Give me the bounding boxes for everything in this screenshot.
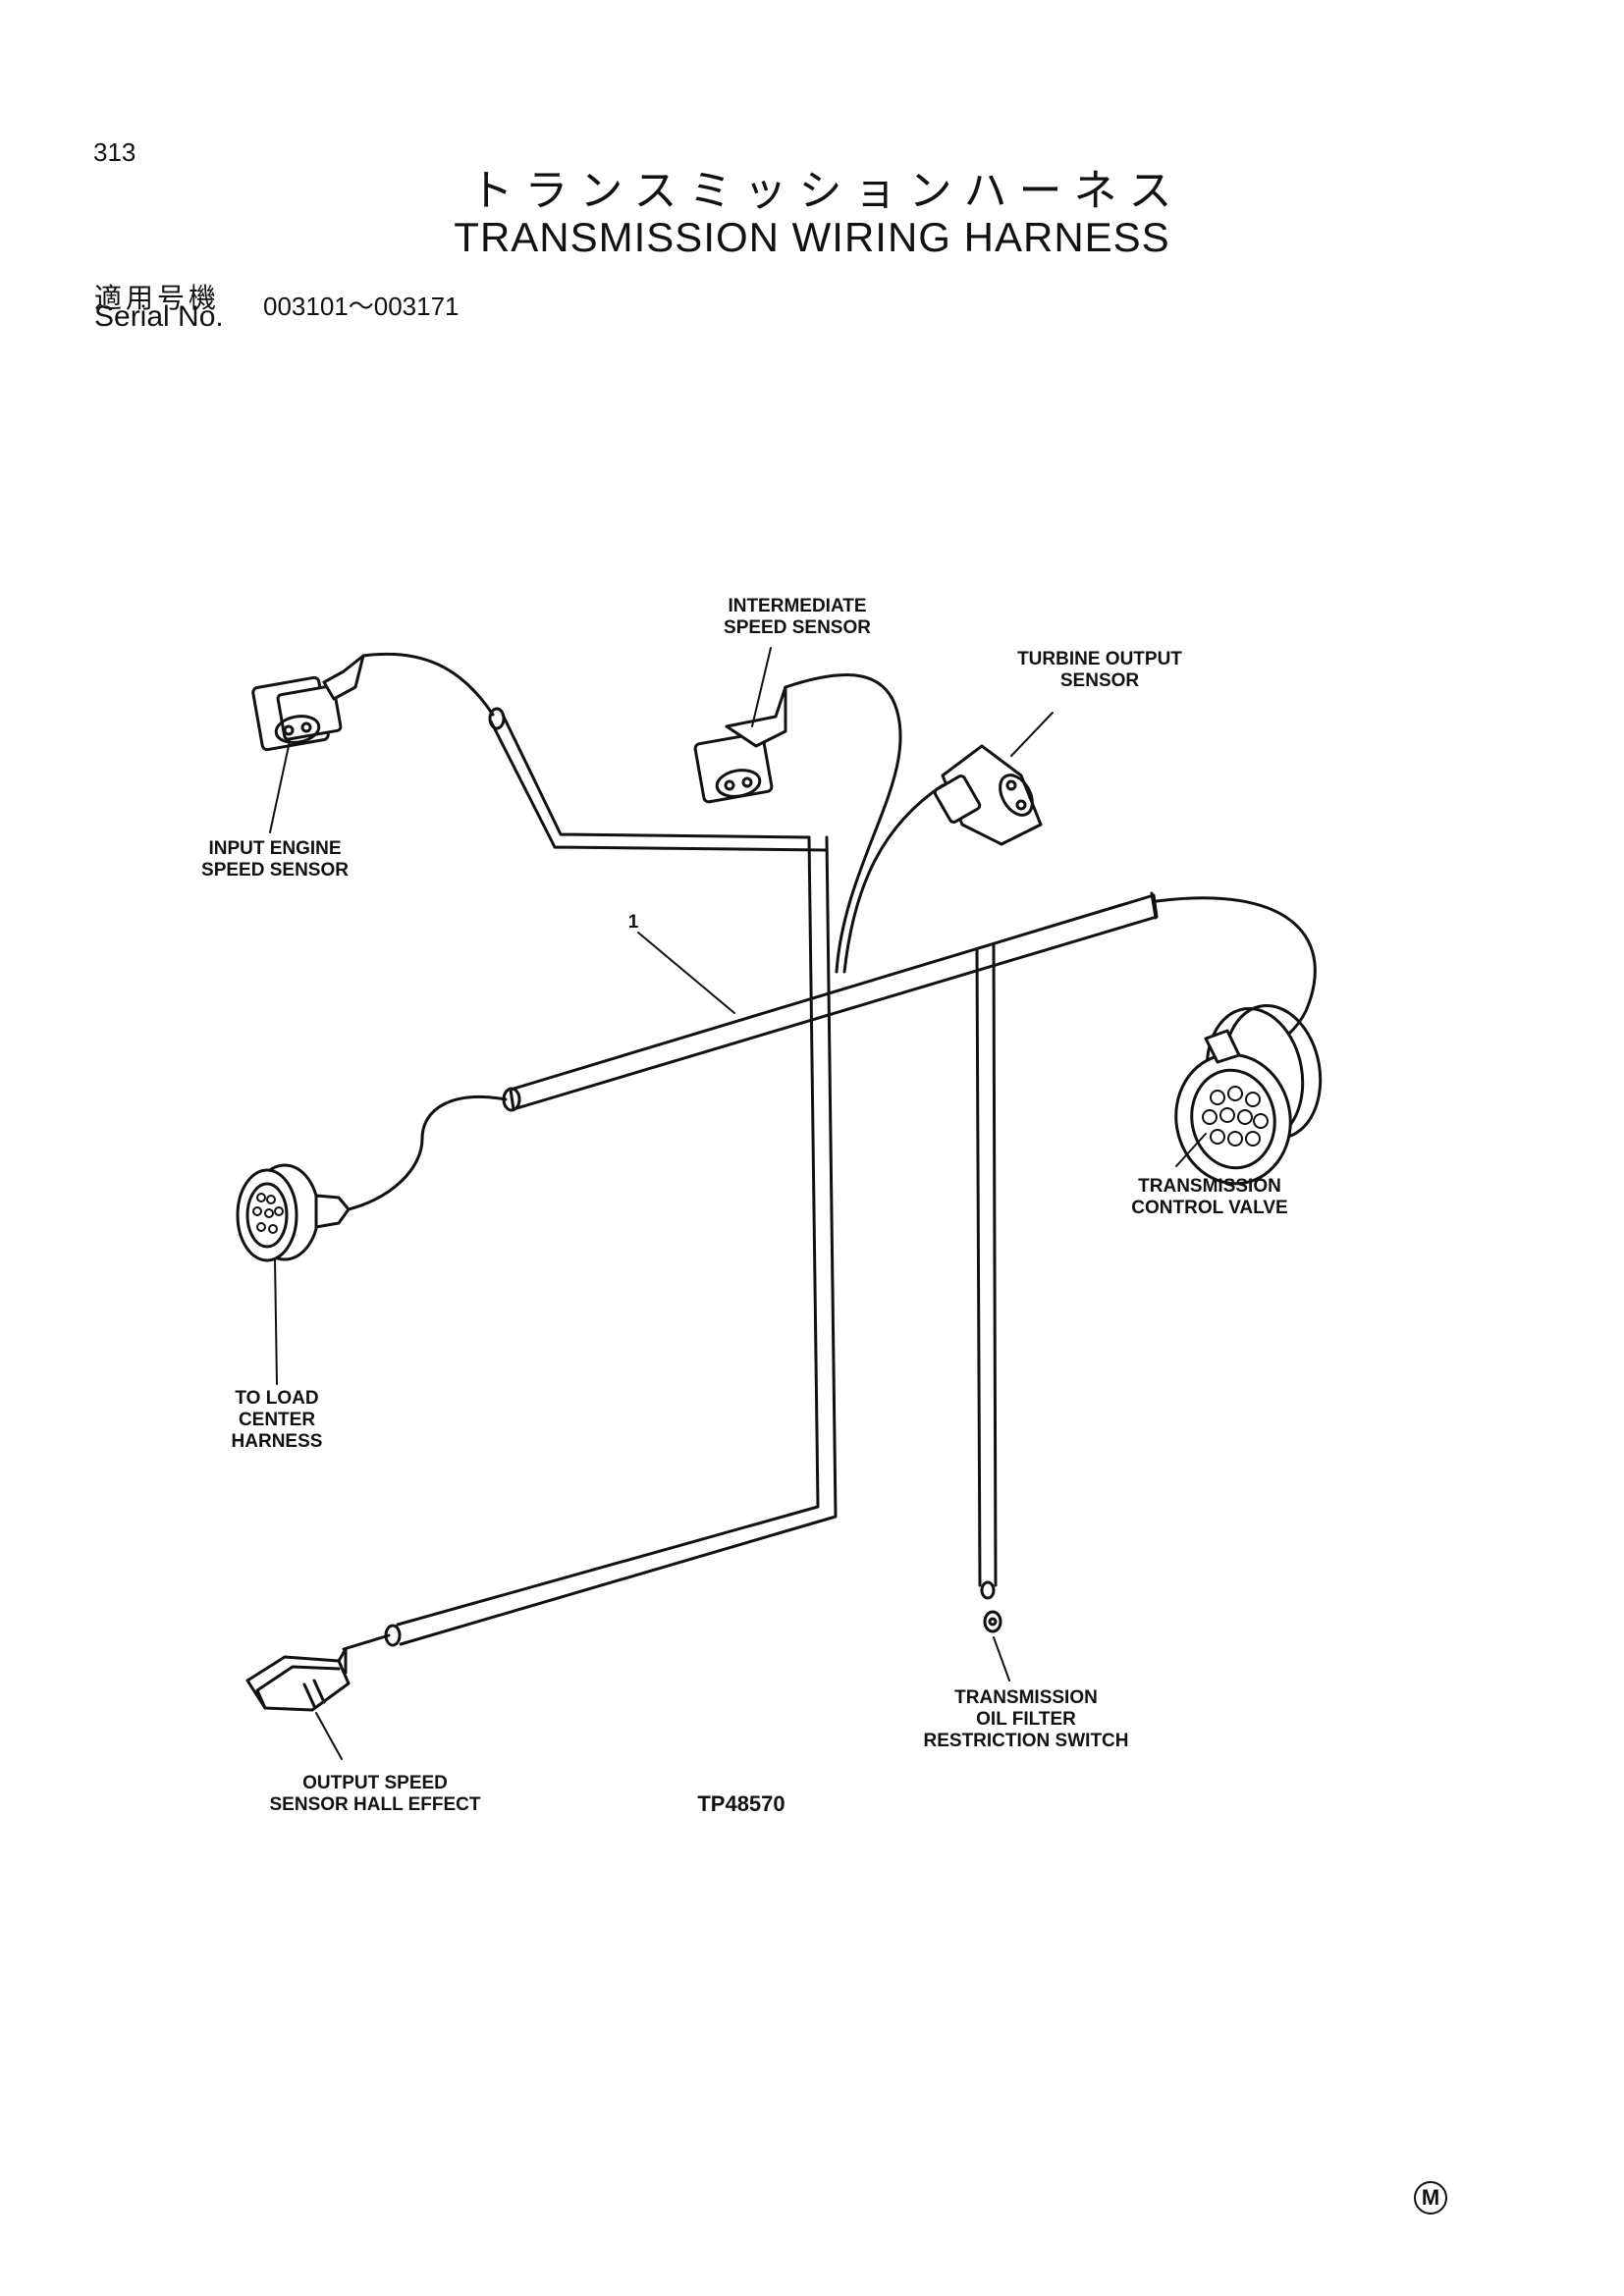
output-sensor-wire	[342, 1633, 391, 1651]
label-turbine-line1: TURBINE OUTPUT	[1017, 649, 1182, 669]
label-load-center-line2: CENTER	[239, 1410, 315, 1430]
serial-label-english: Serial No.	[94, 300, 224, 333]
label-control-valve-line1: TRANSMISSION	[1138, 1176, 1281, 1197]
oil-filter-branch	[975, 943, 1002, 1633]
svg-text:CONTROL VALVE: CONTROL VALVE	[1131, 1198, 1287, 1218]
svg-text:SPEED SENSOR: SPEED SENSOR	[201, 860, 349, 881]
svg-text:SENSOR: SENSOR	[1060, 670, 1140, 691]
label-load-center-line1: TO LOAD	[235, 1388, 318, 1409]
serial-range: 003101～003171	[263, 292, 460, 321]
svg-text:SENSOR HALL EFFECT: SENSOR HALL EFFECT	[270, 1794, 481, 1815]
figure-code: TP48570	[697, 1791, 785, 1816]
input-sensor-wire	[361, 652, 495, 717]
title-english: TRANSMISSION WIRING HARNESS	[454, 214, 1170, 260]
label-input-engine-line2: SPEED SENSOR	[201, 860, 349, 881]
page-number: 313	[93, 137, 136, 167]
svg-text:SPEED SENSOR: SPEED SENSOR	[724, 617, 871, 638]
svg-text:HARNESS: HARNESS	[232, 1431, 323, 1452]
label-intermediate-line1: INTERMEDIATE	[728, 596, 866, 616]
m-mark: M	[1414, 2181, 1447, 2215]
title-japanese: トランスミッションハーネス	[469, 166, 1184, 216]
label-output-speed-line1: OUTPUT SPEED	[302, 1773, 448, 1793]
load-center-connector	[236, 1163, 351, 1262]
control-valve-connector	[1174, 1004, 1323, 1186]
turbine-sensor-wire	[842, 783, 945, 974]
label-input-engine-line1: INPUT ENGINE	[208, 838, 341, 859]
svg-text:INPUT ENGINE: INPUT ENGINE	[208, 838, 341, 859]
label-oil-filter-line1: TRANSMISSION	[954, 1687, 1098, 1708]
svg-text:TURBINE OUTPUT: TURBINE OUTPUT	[1017, 649, 1182, 669]
leader-lines	[269, 647, 1207, 1760]
label-turbine-line2: SENSOR	[1060, 670, 1140, 691]
part-callout-1: 1	[628, 912, 639, 933]
intermediate-sensor-wire	[784, 673, 902, 974]
serial-label-japanese: 適用号機	[94, 282, 221, 314]
svg-text:TRANSMISSION: TRANSMISSION	[1138, 1176, 1281, 1197]
svg-text:OUTPUT SPEED: OUTPUT SPEED	[302, 1773, 448, 1793]
svg-text:RESTRICTION SWITCH: RESTRICTION SWITCH	[924, 1731, 1129, 1751]
load-center-wire	[347, 1095, 508, 1211]
label-output-speed-line2: SENSOR HALL EFFECT	[270, 1794, 481, 1815]
svg-text:TP48570: TP48570	[697, 1791, 785, 1816]
label-load-center-line3: HARNESS	[232, 1431, 323, 1452]
svg-text:TO LOAD: TO LOAD	[235, 1388, 318, 1409]
intermediate-speed-sensor-connector	[693, 685, 787, 804]
svg-text:1: 1	[628, 912, 639, 933]
label-oil-filter-line3: RESTRICTION SWITCH	[924, 1731, 1129, 1751]
svg-text:CENTER: CENTER	[239, 1410, 315, 1430]
svg-text:INTERMEDIATE: INTERMEDIATE	[728, 596, 866, 616]
turbine-output-sensor-connector	[933, 744, 1043, 846]
input-engine-speed-sensor-connector	[251, 654, 365, 752]
label-control-valve-line2: CONTROL VALVE	[1131, 1198, 1287, 1218]
output-sensor-branch	[384, 707, 838, 1647]
svg-text:OIL FILTER: OIL FILTER	[976, 1709, 1076, 1730]
svg-text:TRANSMISSION: TRANSMISSION	[954, 1687, 1098, 1708]
output-speed-sensor-connector	[245, 1647, 351, 1712]
label-intermediate-line2: SPEED SENSOR	[724, 617, 871, 638]
label-oil-filter-line2: OIL FILTER	[976, 1709, 1076, 1730]
